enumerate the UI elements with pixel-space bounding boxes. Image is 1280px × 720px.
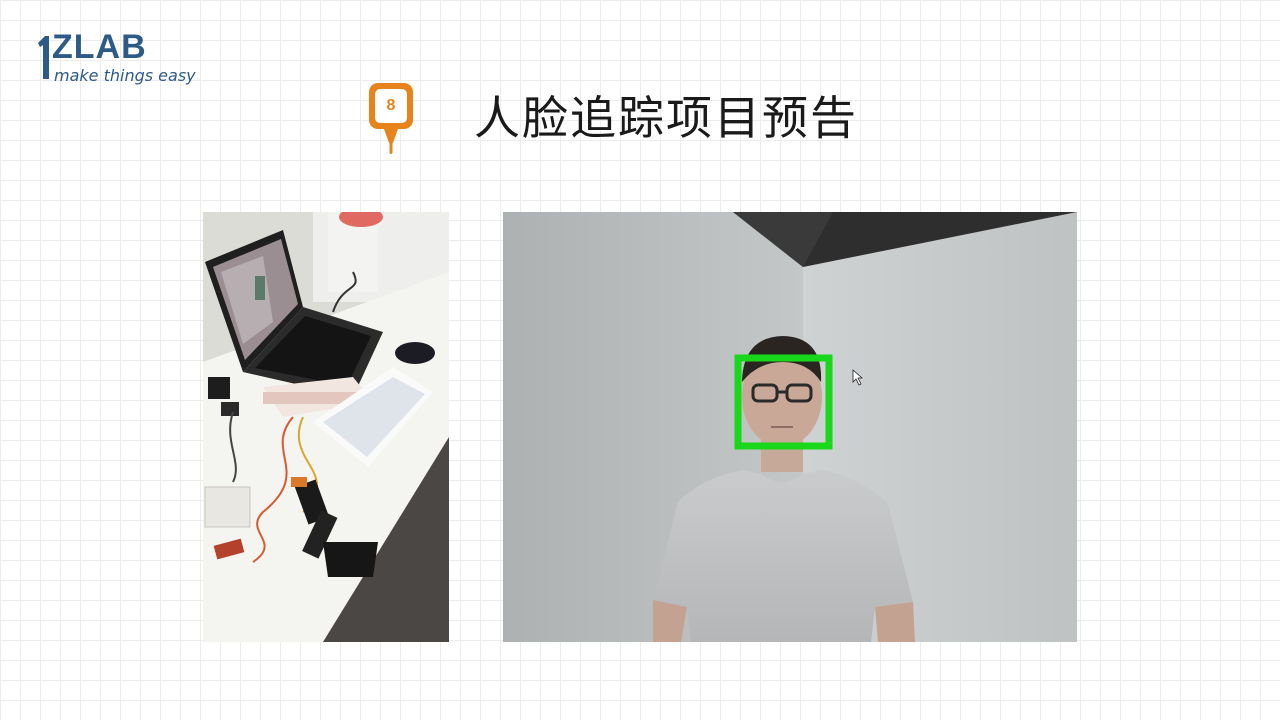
- logo-brand-text: ZLAB: [52, 28, 147, 66]
- laptop-robot-arm-photo: [203, 212, 449, 642]
- page-title: 人脸追踪项目预告: [474, 91, 858, 145]
- laptop-robot-arm-illustration: [203, 212, 449, 642]
- logo: ZLAB make things easy: [30, 28, 230, 94]
- badge-number: 8: [386, 97, 396, 114]
- cursor-icon: [852, 369, 864, 386]
- face-tracking-box: [734, 354, 833, 450]
- number-badge-icon: [369, 83, 413, 154]
- face-tracking-illustration: [503, 212, 1077, 642]
- logo-tagline: make things easy: [54, 66, 196, 85]
- logo-mark-icon: [38, 36, 49, 79]
- face-tracking-photo: [503, 212, 1077, 642]
